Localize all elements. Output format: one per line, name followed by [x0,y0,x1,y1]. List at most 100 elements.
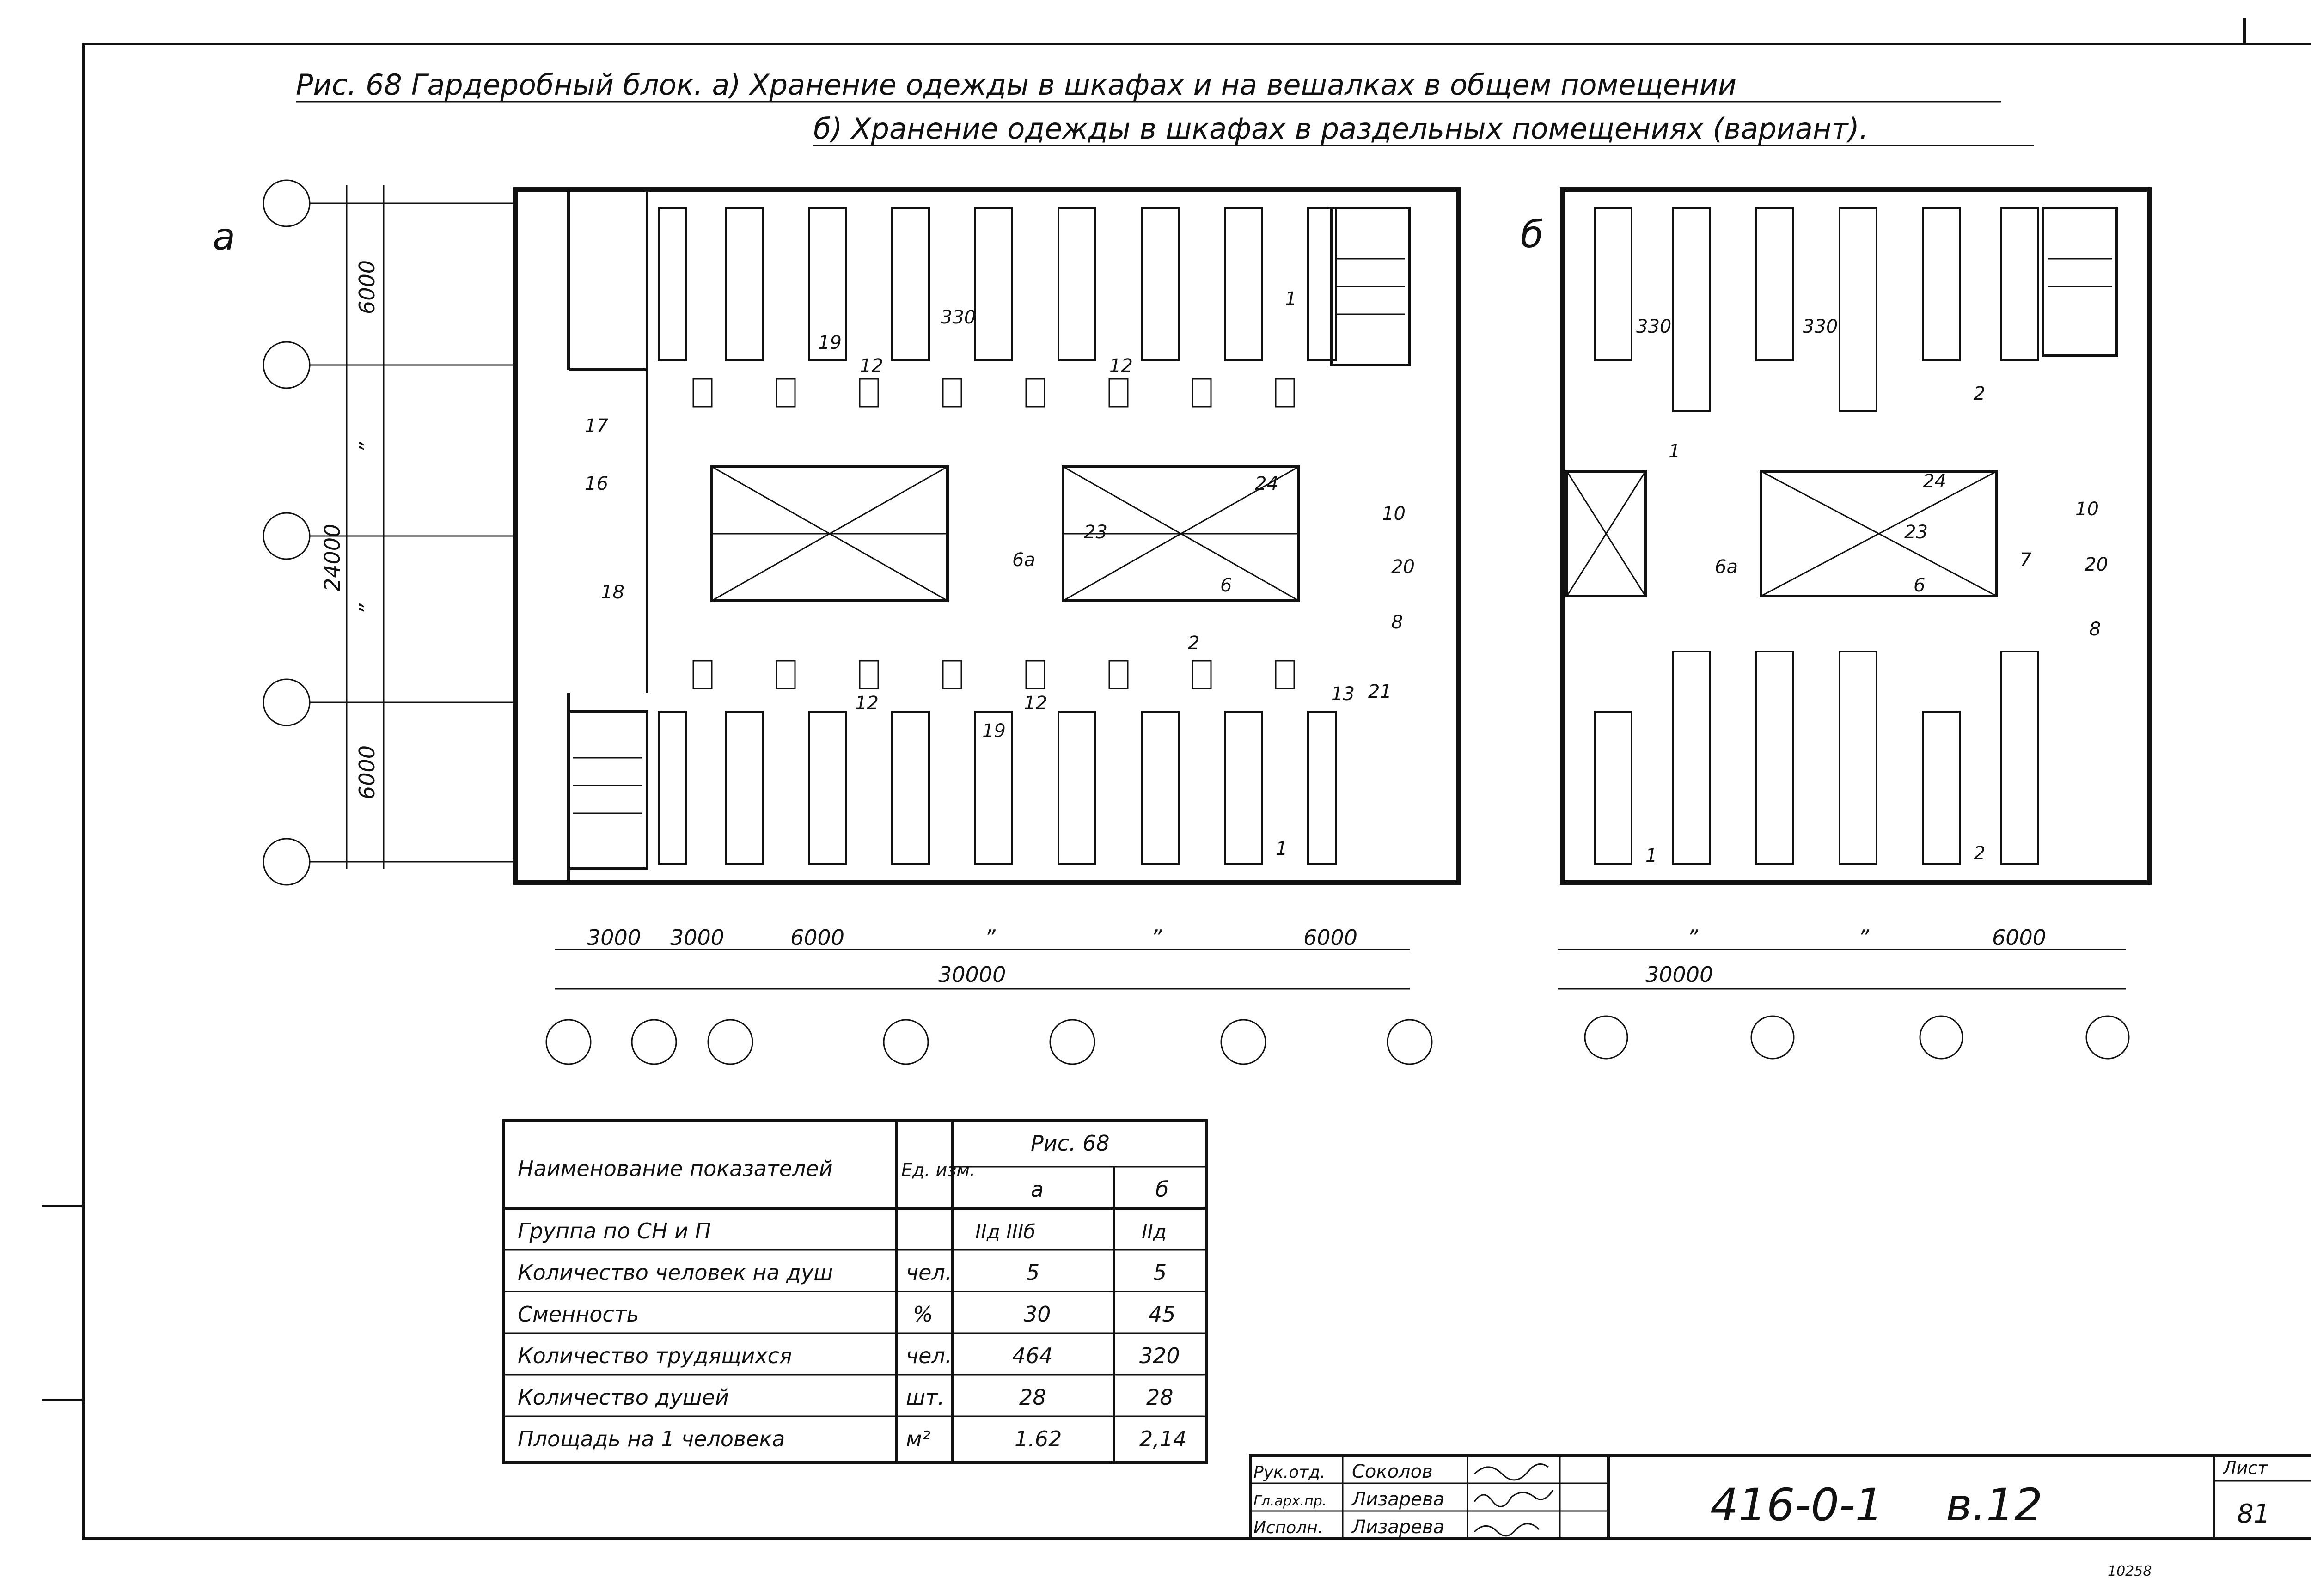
svg-text:6а: 6а [1715,556,1738,578]
svg-text:м²: м² [906,1426,930,1451]
title-block: Рук.отд. Соколов Гл.арх.пр. Лизарева Исп… [1249,1454,2311,1540]
stair-upper-b [2042,207,2118,357]
svg-text:1: 1 [1285,288,1296,310]
shower-cross-pattern-b [1566,470,1997,597]
svg-text:6: 6 [1914,575,1925,596]
stair-upper-a [1330,207,1411,366]
table-header-name: Наименование показателей [518,1156,833,1181]
building-outline-b [1560,187,2152,885]
svg-text:20: 20 [2085,554,2108,575]
document-code: 416-0-1 [1710,1479,1883,1531]
svg-text:18: 18 [601,582,624,603]
svg-text:”: ” [984,925,996,950]
horizontal-dimensions-b: ” ” 6000 30000 [1558,925,2126,990]
table-row: Количество душей шт. 28 28 [518,1385,1174,1410]
svg-text:24: 24 [1923,471,1946,492]
svg-text:Количество трудящихся: Количество трудящихся [518,1343,792,1368]
svg-text:12: 12 [860,355,883,377]
sheet-number: 81 [2237,1499,2270,1529]
document-volume: в.12 [1946,1479,2042,1531]
svg-text:7: 7 [2020,549,2032,571]
stamp-name: Соколов [1352,1461,1433,1482]
svg-text:1: 1 [1669,441,1680,462]
locker-rows-lower-b [1594,651,2039,865]
horizontal-dimensions-a: 3000 3000 6000 ” ” 6000 30000 [555,925,1410,990]
locker-rows-upper-b [1594,207,2039,412]
shower-block-b-left [1565,470,1647,597]
svg-text:1: 1 [1645,845,1657,866]
svg-text:5: 5 [1026,1260,1039,1285]
svg-text:330: 330 [1636,316,1671,337]
table-header-col-b: б [1156,1177,1168,1202]
svg-text:6000: 6000 [1303,925,1357,950]
svg-text:1.62: 1.62 [1015,1426,1062,1451]
svg-text:6000: 6000 [1992,925,2046,950]
table-row: Количество трудящихся чел. 464 320 [518,1343,1180,1368]
svg-text:13: 13 [1331,683,1355,705]
stamp-name: Лизарева [1351,1517,1444,1538]
svg-text:5: 5 [1153,1260,1167,1285]
axis-bubbles-a-cols [545,1019,1433,1065]
axis-bubbles-a-rows [263,179,513,886]
svg-text:12: 12 [855,693,879,714]
svg-text:Площадь на 1 человека: Площадь на 1 человека [518,1426,785,1451]
table-row: Сменность % 30 45 [518,1302,1176,1327]
svg-text:24000: 24000 [320,524,345,591]
locker-rows-lower-a [658,711,1337,865]
axis-bubbles-b-cols [1584,1015,2130,1060]
svg-text:Сменность: Сменность [518,1302,639,1327]
stamp-role: Исполн. [1253,1518,1323,1537]
svg-text:6000: 6000 [355,260,379,314]
room-numbers-b: 1 1 2 2 6 6а 7 8 10 20 23 24 330 330 [1636,316,2108,866]
svg-text:330: 330 [941,307,976,328]
svg-text:45: 45 [1149,1302,1176,1327]
svg-text:8: 8 [2089,619,2101,640]
svg-text:12: 12 [1109,355,1133,377]
svg-text:464: 464 [1012,1343,1053,1368]
svg-text:10: 10 [2075,499,2099,520]
locker-rows-upper-a [658,207,1337,361]
sheet-label: Лист [2222,1458,2268,1478]
svg-text:1: 1 [1276,838,1287,859]
svg-text:2: 2 [1974,843,1985,864]
stamp-role: Рук.отд. [1253,1463,1326,1482]
plan-a: а 6000 ” 24000 ” 6000 [213,179,1461,1065]
svg-text:30: 30 [1024,1302,1051,1327]
corner-note: 10258 [2108,1563,2152,1579]
svg-text:чел.: чел. [906,1260,952,1285]
figure-title-line1: Рис. 68 Гардеробный блок. а) Хранение од… [296,68,1736,102]
svg-text:”: ” [355,441,379,453]
svg-text:”: ” [1687,925,1699,950]
svg-text:8: 8 [1391,612,1403,633]
stamp-name: Лизарева [1351,1489,1444,1510]
svg-text:IIд: IIд [1142,1220,1167,1243]
svg-text:12: 12 [1024,693,1047,714]
svg-text:2,14: 2,14 [1139,1426,1186,1451]
svg-text:6а: 6а [1012,549,1035,571]
svg-text:20: 20 [1391,556,1415,578]
svg-text:чел.: чел. [906,1343,952,1368]
svg-text:3000: 3000 [587,925,641,950]
room-numbers-a: 1 1 2 6 6а 8 10 12 12 12 12 13 16 17 18 … [585,288,1415,859]
benches-upper-a [692,378,1295,408]
svg-text:24: 24 [1255,473,1278,494]
shower-block-b-right [1760,470,1998,597]
svg-text:320: 320 [1139,1343,1180,1368]
stair-lower-a [567,710,648,870]
table-row: Группа по СН и П IIд IIIб IIд [518,1218,1167,1243]
indicators-table: Наименование показателей Ед. изм. Рис. 6… [502,1119,1208,1464]
svg-text:Группа по СН и П: Группа по СН и П [518,1218,711,1243]
svg-text:IIд IIIб: IIд IIIб [975,1220,1035,1243]
svg-text:16: 16 [585,473,608,494]
svg-text:”: ” [1151,925,1162,950]
figure-title-line2: б) Хранение одежды в шкафах в раздельных… [813,112,1868,146]
svg-text:17: 17 [585,415,608,437]
table-header-col-a: а [1031,1177,1044,1202]
svg-text:”: ” [1858,925,1870,950]
svg-text:21: 21 [1368,681,1392,702]
plan-b-label: б [1521,213,1543,256]
svg-text:23: 23 [1904,522,1928,543]
svg-text:30000: 30000 [938,962,1006,987]
svg-text:шт.: шт. [906,1385,945,1410]
